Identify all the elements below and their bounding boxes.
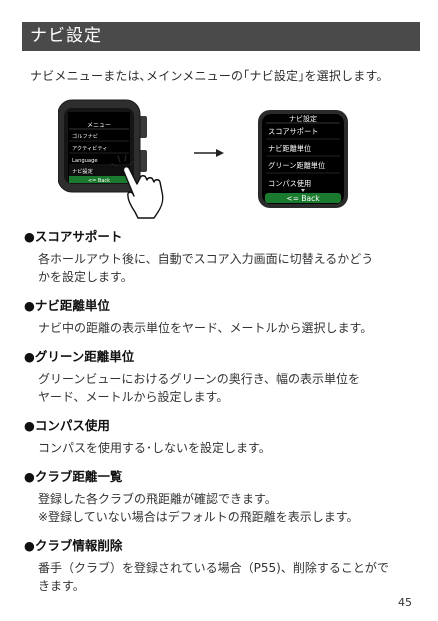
body-line: グリーンビューにおけるグリーンの奥行き、幅の表示単位を (38, 372, 360, 386)
section-heading: ●ナビ距離単位 (24, 298, 110, 313)
section-score-support: ●スコアサポート 各ホールアウト後に、自動でスコア入力画面に切替えるかどう かを… (24, 228, 424, 286)
body-line: ヤード、メートルから設定します。 (38, 390, 229, 404)
body-line: 各ホールアウト後に、自動でスコア入力画面に切替えるかどう (38, 252, 374, 266)
watch-right-item: コンパス使用 (268, 179, 311, 188)
section-club-distance-list: ●クラブ距離一覧 登録した各クラブの飛距離が確認できます。 ※登録していない場合… (24, 468, 424, 526)
body-line: 番手（クラブ）を登録されている場合（P55)、削除することがで (38, 561, 389, 575)
watch-right-item: グリーン距離単位 (268, 161, 325, 170)
section-heading: ●コンパス使用 (24, 418, 110, 433)
section-navi-distance-unit: ●ナビ距離単位 ナビ中の距離の表示単位をヤード、メートルから選択します。 (24, 297, 424, 337)
section-green-distance-unit: ●グリーン距離単位 グリーンビューにおけるグリーンの奥行き、幅の表示単位を ヤー… (24, 348, 424, 406)
section-heading: ●スコアサポート (24, 229, 123, 244)
arrow-right-icon (194, 149, 224, 157)
watch-left-item: ゴルフナビ (72, 132, 98, 140)
intro-text: ナビメニューまたは､メインメニューの｢ナビ設定｣を選択します。 (30, 69, 389, 83)
watch-left-item: アクティビティ (72, 144, 107, 152)
watch-right-back: <= Back (286, 194, 320, 203)
section-heading: ●グリーン距離単位 (24, 349, 135, 364)
page-title: ナビ設定 (22, 22, 420, 51)
watch-left-title: メニュー (87, 122, 111, 129)
watch-left-back: <= Back (88, 178, 110, 184)
watch-left-item: Language (72, 158, 98, 164)
body-line: きます。 (38, 579, 85, 593)
watch-right-title: ナビ設定 (289, 114, 317, 123)
watch-right-item: スコアサポート (268, 127, 318, 136)
section-heading: ●クラブ距離一覧 (24, 469, 123, 484)
watch-left: メニュー ゴルフナビ アクティビティ Language ナビ設定 <= Back (58, 99, 147, 193)
section-club-info-delete: ●クラブ情報削除 番手（クラブ）を登録されている場合（P55)、削除することがで… (24, 537, 424, 595)
body-line: コンパスを使用する･しないを設定します。 (38, 441, 271, 455)
tap-indicator (111, 154, 135, 167)
section-body: 番手（クラブ）を登録されている場合（P55)、削除することがで きます。 (38, 559, 424, 595)
section-heading: ●クラブ情報削除 (24, 538, 123, 553)
watch-left-item: ナビ設定 (72, 167, 93, 175)
section-body: 各ホールアウト後に、自動でスコア入力画面に切替えるかどう かを設定します。 (38, 250, 424, 286)
body-line: ※登録していない場合はデフォルトの飛距離を表示します。 (38, 510, 359, 524)
section-body: ナビ中の距離の表示単位をヤード、メートルから選択します。 (38, 319, 424, 337)
settings-list: ●スコアサポート 各ホールアウト後に、自動でスコア入力画面に切替えるかどう かを… (24, 228, 424, 606)
section-body: グリーンビューにおけるグリーンの奥行き、幅の表示単位を ヤード、メートルから設定… (38, 370, 424, 406)
section-compass: ●コンパス使用 コンパスを使用する･しないを設定します。 (24, 417, 424, 457)
section-body: コンパスを使用する･しないを設定します。 (38, 439, 424, 457)
watch-right-item: ナビ距離単位 (268, 144, 311, 153)
watch-figure: メニュー ゴルフナビ アクティビティ Language ナビ設定 <= Back… (58, 99, 348, 219)
section-body: 登録した各クラブの飛距離が確認できます。 ※登録していない場合はデフォルトの飛距… (38, 490, 424, 526)
body-line: ナビ中の距離の表示単位をヤード、メートルから選択します。 (38, 321, 373, 335)
watch-right: ナビ設定 スコアサポート ナビ距離単位 グリーン距離単位 コンパス使用 <= B… (258, 110, 348, 208)
body-line: かを設定します。 (38, 270, 133, 284)
body-line: 登録した各クラブの飛距離が確認できます。 (38, 492, 277, 506)
page-number: 45 (398, 596, 412, 609)
hand-icon (122, 166, 164, 219)
